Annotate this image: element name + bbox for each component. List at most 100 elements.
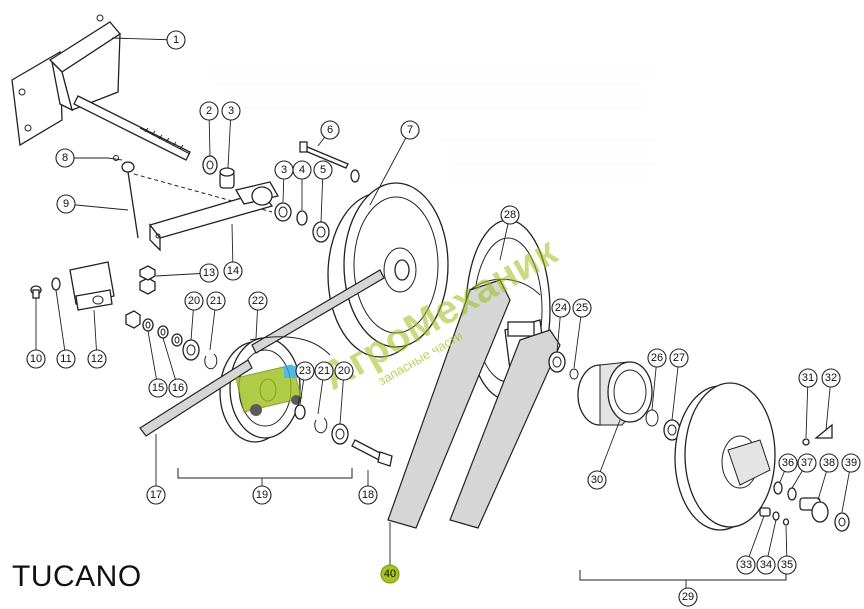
callout-leader bbox=[111, 37, 177, 41]
callout-19: 19 bbox=[252, 485, 272, 505]
callout-31: 31 bbox=[798, 368, 818, 439]
part-key-32 bbox=[814, 423, 833, 439]
callout-25: 25 bbox=[572, 298, 592, 369]
part-washer-34 bbox=[772, 511, 780, 521]
callout-number: 3 bbox=[228, 105, 234, 117]
part-shaft bbox=[73, 95, 191, 161]
callout-18: 18 bbox=[358, 470, 378, 505]
callout-40: 40 bbox=[380, 522, 400, 584]
callout-number: 19 bbox=[256, 489, 268, 501]
callout-17: 17 bbox=[146, 434, 166, 505]
callout-number: 22 bbox=[252, 295, 264, 307]
callout-leader bbox=[671, 357, 680, 421]
callout-number: 9 bbox=[63, 198, 69, 210]
part-bolt-6 bbox=[299, 141, 349, 169]
callout-23: 23 bbox=[295, 361, 315, 405]
part-washer-4 bbox=[296, 210, 308, 226]
part-drum-30 bbox=[577, 361, 653, 426]
callout-number: 24 bbox=[555, 302, 567, 314]
part-bearing-24 bbox=[548, 351, 566, 373]
callout-number: 23 bbox=[299, 365, 311, 377]
callout-11: 11 bbox=[55, 289, 76, 369]
group-bracket-19 bbox=[177, 468, 353, 486]
part-circlip-21b bbox=[314, 417, 328, 434]
part-pin-8 bbox=[107, 155, 123, 161]
callout-number: 11 bbox=[60, 353, 71, 365]
part-spacer-23 bbox=[294, 404, 306, 420]
callout-2: 2 bbox=[199, 101, 219, 157]
callout-leader bbox=[147, 330, 159, 389]
callout-number: 34 bbox=[760, 559, 772, 571]
callout-number: 21 bbox=[318, 365, 330, 377]
callout-leader bbox=[369, 129, 411, 206]
callout-number: 2 bbox=[206, 105, 212, 117]
callout-number: 7 bbox=[407, 124, 413, 136]
part-bolt-10 bbox=[30, 285, 42, 299]
callout-27: 27 bbox=[669, 348, 689, 421]
callout-number: 32 bbox=[825, 372, 837, 384]
callout-29: 29 bbox=[678, 587, 698, 607]
part-bearing-20b bbox=[331, 423, 349, 445]
part-circlip-21 bbox=[204, 353, 218, 370]
part-spacer-3b bbox=[274, 202, 292, 222]
callout-8: 8 bbox=[55, 148, 108, 168]
callout-20: 20 bbox=[334, 361, 354, 425]
callout-35: 35 bbox=[777, 525, 797, 575]
callout-12: 12 bbox=[87, 309, 107, 369]
part-nut-13 bbox=[139, 265, 156, 295]
callout-number: 14 bbox=[227, 265, 239, 277]
callout-number: 6 bbox=[327, 124, 333, 136]
part-washer-16 bbox=[157, 325, 169, 339]
part-pin-31 bbox=[802, 438, 810, 446]
part-bearing-5 bbox=[312, 221, 330, 243]
part-tension-arm-14 bbox=[148, 181, 279, 252]
callout-leader bbox=[55, 289, 67, 360]
callout-leader bbox=[573, 307, 583, 369]
callout-number: 17 bbox=[150, 489, 162, 501]
callout-number: 3 bbox=[281, 164, 287, 176]
callout-number: 8 bbox=[62, 152, 68, 164]
callout-26: 26 bbox=[647, 348, 667, 411]
callout-number: 39 bbox=[845, 457, 857, 469]
callout-3: 3 bbox=[274, 160, 294, 203]
callout-number: 4 bbox=[299, 164, 305, 176]
callout-14: 14 bbox=[223, 223, 243, 281]
callout-39: 39 bbox=[841, 453, 861, 513]
callout-6: 6 bbox=[317, 120, 340, 147]
part-washer-35 bbox=[782, 518, 790, 526]
callout-number: 1 bbox=[173, 34, 179, 46]
part-belt-40 bbox=[387, 278, 561, 529]
callout-5: 5 bbox=[313, 160, 333, 223]
part-washer-37 bbox=[787, 487, 797, 501]
callout-20: 20 bbox=[184, 291, 204, 341]
part-nut-39 bbox=[834, 512, 850, 532]
callout-number: 13 bbox=[203, 267, 215, 279]
part-pulley-29 bbox=[674, 382, 776, 531]
callout-24: 24 bbox=[551, 298, 571, 353]
callout-number: 28 bbox=[504, 209, 516, 221]
callout-number: 25 bbox=[576, 302, 588, 314]
callout-16: 16 bbox=[162, 337, 188, 398]
callout-34: 34 bbox=[756, 519, 777, 575]
callout-15: 15 bbox=[147, 330, 168, 398]
callout-4: 4 bbox=[292, 160, 312, 210]
callout-36: 36 bbox=[778, 453, 798, 483]
callout-number: 12 bbox=[91, 353, 103, 365]
callout-21: 21 bbox=[314, 361, 334, 415]
callout-leader bbox=[596, 419, 621, 481]
callout-number: 20 bbox=[188, 295, 200, 307]
part-bearing-20 bbox=[182, 339, 200, 361]
callout-32: 32 bbox=[821, 368, 841, 431]
callout-number: 18 bbox=[362, 489, 374, 501]
part-washer-15 bbox=[142, 318, 154, 332]
model-label: TUCANO bbox=[12, 560, 142, 593]
callout-number: 29 bbox=[682, 591, 694, 603]
part-belt-17 bbox=[139, 269, 385, 437]
callout-21: 21 bbox=[206, 291, 226, 351]
part-screw-33 bbox=[759, 507, 771, 517]
callout-3: 3 bbox=[221, 101, 241, 169]
callout-number: 5 bbox=[320, 164, 326, 176]
callout-number: 21 bbox=[210, 295, 222, 307]
